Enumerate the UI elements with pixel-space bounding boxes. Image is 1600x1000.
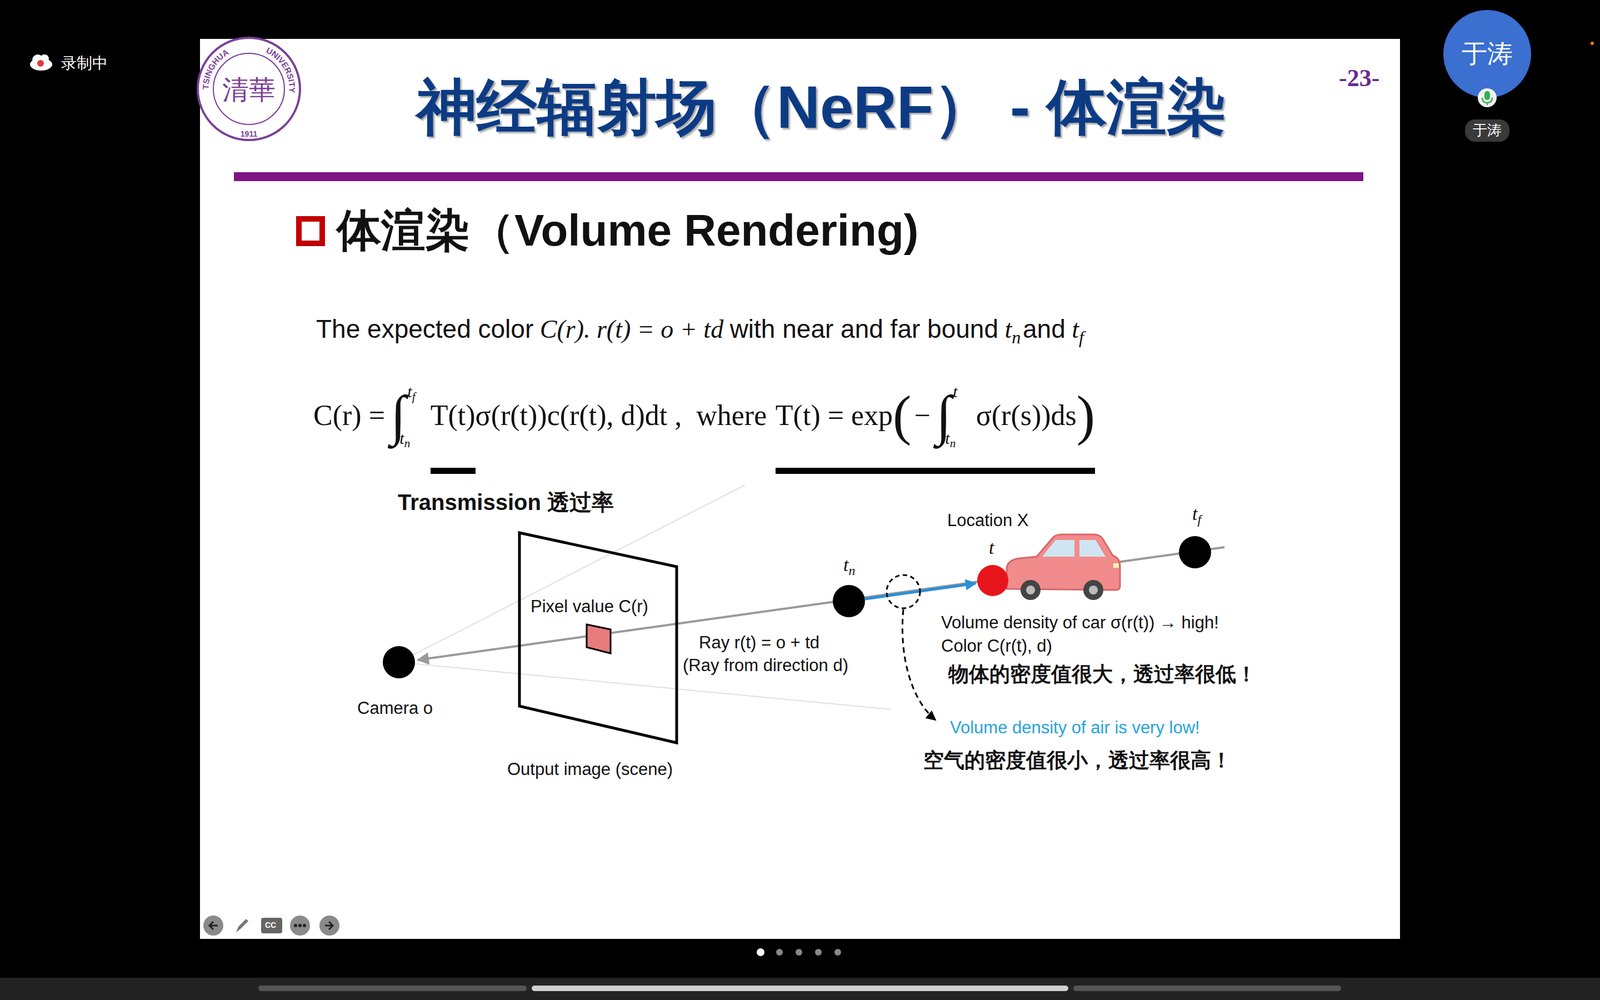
pixel-label: Pixel value C(r) xyxy=(530,596,649,617)
logo-year: 1911 xyxy=(240,129,258,139)
description-line: The expected colorC(r). r(t) = o + tdwit… xyxy=(316,313,1084,348)
underline-bar xyxy=(775,467,1095,474)
math-variable: t xyxy=(1004,315,1012,344)
section-heading: 体渲染（Volume Rendering) xyxy=(336,203,919,258)
image-plane: Pixel value C(r)Output image (scene) xyxy=(519,532,677,743)
slide-title: 神经辐射场（NeRF） - 体渲染 xyxy=(221,71,1422,144)
bullet-square xyxy=(298,218,323,244)
scroll-track xyxy=(1073,985,1342,992)
integral-limit: tn xyxy=(399,428,410,450)
transmission-label: Transmission 透过率 xyxy=(397,488,614,516)
car-color-note: Color C(r(t), d) xyxy=(941,635,1053,657)
camera-label: Camera o xyxy=(357,697,433,719)
math-variable: t xyxy=(952,382,958,401)
car-density-note: Volume density of car σ(r(t)) → high! xyxy=(941,612,1219,633)
formula-text: − xyxy=(914,399,931,432)
name-tag: 于涛 xyxy=(1465,119,1510,142)
logo-emblem-text: 清華 xyxy=(222,73,276,105)
formula-paren: ) xyxy=(1076,387,1095,444)
math-subscript: n xyxy=(1011,327,1021,348)
scroll-thumb xyxy=(531,985,1069,992)
underline-bar xyxy=(430,467,476,474)
page-dots xyxy=(756,948,842,957)
math-subscript: n xyxy=(404,436,411,450)
scroll-track xyxy=(258,985,527,992)
ray-label: Ray r(t) = o + td xyxy=(698,632,820,653)
slide-toolbar xyxy=(203,915,340,936)
logo-ring xyxy=(197,37,300,140)
sample-point-dot xyxy=(977,565,1009,597)
output-image-label: Output image (scene) xyxy=(507,758,673,780)
description-text: and xyxy=(1022,313,1066,345)
math-symbol: tf xyxy=(1192,503,1202,524)
status-dot xyxy=(1590,41,1594,45)
car-density-note-zh: 物体的密度值很大，透过率很低！ xyxy=(948,662,1257,687)
air-density-note: Volume density of air is very low! xyxy=(950,717,1200,738)
math-subscript: f xyxy=(1197,512,1202,527)
description-text: with near and far bound xyxy=(730,313,999,345)
title-rule xyxy=(233,172,1364,182)
math-subscript: n xyxy=(950,436,957,450)
recording-status: 录制中 xyxy=(61,53,108,73)
math-subscript: f xyxy=(412,390,416,404)
near-bound-dot xyxy=(832,585,865,618)
formula-text: T(t) = exp xyxy=(775,399,893,432)
math-variable: t xyxy=(1071,315,1079,344)
volume-rendering-formula: C(r) =∫tftnT(t)σ(r(t))c(r(t), d)dt , wher… xyxy=(313,387,1095,444)
recording-icon xyxy=(30,54,53,71)
math-variable: t xyxy=(945,428,950,448)
math-variable: t xyxy=(407,382,412,401)
bound-label: tn xyxy=(843,553,855,579)
formula-text: C(r) = xyxy=(313,399,385,432)
far-bound-dot xyxy=(1178,536,1212,569)
ray-direction-label: (Ray from direction d) xyxy=(682,655,849,676)
university-logo: TSINGHUA UNIVERSITY 1911 清華 xyxy=(194,34,304,144)
car-illustration xyxy=(1006,534,1120,600)
sample-t-label: t xyxy=(988,536,994,560)
integral: ∫tftn xyxy=(390,387,430,444)
integral-limit: tf xyxy=(407,382,415,404)
math-variable: t xyxy=(1192,503,1198,524)
math-variable: t xyxy=(399,428,404,448)
math-symbol: tn xyxy=(1004,313,1021,348)
formula-text: T(t) xyxy=(430,399,476,432)
air-sample-circle xyxy=(886,575,920,609)
math-subscript: f xyxy=(1078,327,1084,348)
location-label: Location X xyxy=(947,510,1029,531)
bound-label: tf xyxy=(1192,502,1202,528)
math-symbol: tn xyxy=(843,554,855,575)
formula-text: σ(r(s))ds xyxy=(976,399,1077,432)
air-density-note-zh: 空气的密度值很小，透过率很高！ xyxy=(923,748,1232,773)
avatar-name: 于涛 xyxy=(1461,36,1513,72)
integral-limit: t xyxy=(952,382,958,401)
description-math: C(r). r(t) = o + td xyxy=(540,313,724,345)
image-plane-outline xyxy=(519,532,677,743)
math-subscript: n xyxy=(848,563,855,578)
logo-inner-ring xyxy=(213,53,285,125)
camera-dot: Camera o xyxy=(382,646,415,679)
formula-text: where xyxy=(696,399,767,432)
page-number: -23- xyxy=(1338,63,1380,94)
integral: ∫ttn xyxy=(936,387,976,444)
formula-paren: ( xyxy=(892,387,912,444)
integral-limit: tn xyxy=(945,428,956,450)
name-tag-text: 于涛 xyxy=(1472,121,1502,139)
description-text: The expected color xyxy=(316,313,534,345)
math-symbol: tf xyxy=(1071,313,1084,348)
microphone-icon xyxy=(1476,86,1499,109)
math-variable: t xyxy=(843,554,849,575)
avatar-circle: 于涛 xyxy=(1443,10,1532,98)
caption-button-text: CC xyxy=(265,920,277,930)
dashed-leader xyxy=(902,609,936,720)
formula-text: σ(r(t))c(r(t), d)dt , xyxy=(475,399,683,432)
